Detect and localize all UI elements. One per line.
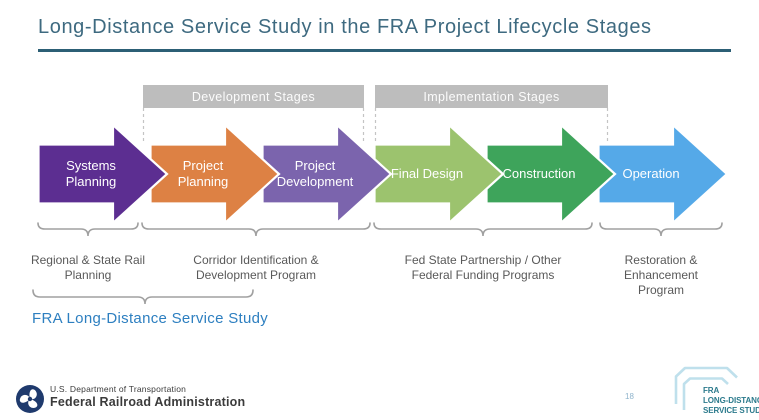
usdot-triskelion — [19, 389, 38, 408]
brace-fra-study — [32, 289, 254, 305]
brace-corridor-id — [141, 222, 371, 237]
program-braces — [32, 222, 723, 305]
footer-department: U.S. Department of Transportation — [50, 384, 187, 394]
fra-lds-logo-line2: LONG-DISTANCE — [703, 396, 759, 405]
footer-agency-block: U.S. Department of Transportation Federa… — [50, 384, 245, 409]
arrow-label-systems-planning: Systems Planning — [65, 158, 117, 189]
fra-lds-logo-outline — [674, 366, 738, 410]
arrow-final-design: Final Design — [373, 123, 505, 225]
footer-agency: Federal Railroad Administration — [50, 395, 246, 409]
implementation-stages-bar: Implementation Stages — [375, 85, 608, 108]
arrow-shape — [37, 123, 169, 225]
arrow-systems-planning: Systems Planning — [37, 123, 169, 225]
fra-lds-logo-text: FRA LONG-DISTANCE SERVICE STUDY — [703, 386, 759, 415]
arrow-shape — [485, 123, 617, 225]
fra-lds-logo-line1: FRA — [703, 386, 719, 395]
fra-study-brace-label: FRA Long-Distance Service Study — [32, 310, 269, 327]
development-stages-label: Development Stages — [191, 89, 316, 104]
page-number: 18 — [625, 392, 634, 401]
title-underline — [38, 49, 731, 52]
slide-title: Long-Distance Service Study in the FRA P… — [38, 16, 652, 38]
fra-lds-logo-line3: SERVICE STUDY — [703, 406, 759, 415]
arrow-construction: Construction — [485, 123, 617, 225]
development-stages-bar: Development Stages — [143, 85, 364, 108]
arrow-shape — [597, 123, 729, 225]
arrow-operation: Operation — [597, 123, 729, 225]
arrow-shape — [149, 123, 281, 225]
arrow-shape — [373, 123, 505, 225]
program-label-regional-state-rail: Regional & State Rail Planning — [30, 253, 146, 282]
arrow-label-construction: Construction — [502, 166, 576, 182]
usdot-logo-icon — [16, 385, 44, 413]
arrow-project-development: Project Development — [261, 123, 393, 225]
program-label-fed-state-partnership: Fed State Partnership / Other Federal Fu… — [404, 253, 562, 282]
brace-fed-state — [373, 222, 593, 237]
arrow-label-project-planning: Project Planning — [177, 158, 229, 189]
fra-lds-logo: FRA LONG-DISTANCE SERVICE STUDY — [674, 366, 759, 415]
brace-restoration — [599, 222, 723, 237]
program-label-restoration-enhancement: Restoration & Enhancement Program — [623, 253, 699, 297]
arrow-shape — [261, 123, 393, 225]
arrow-label-operation: Operation — [622, 166, 680, 182]
arrow-label-project-development: Project Development — [276, 158, 354, 189]
implementation-stages-label: Implementation Stages — [423, 89, 560, 104]
arrow-project-planning: Project Planning — [149, 123, 281, 225]
brace-systems-planning — [37, 222, 139, 237]
arrow-label-final-design: Final Design — [390, 166, 464, 182]
program-label-corridor-id: Corridor Identification & Development Pr… — [193, 253, 319, 282]
